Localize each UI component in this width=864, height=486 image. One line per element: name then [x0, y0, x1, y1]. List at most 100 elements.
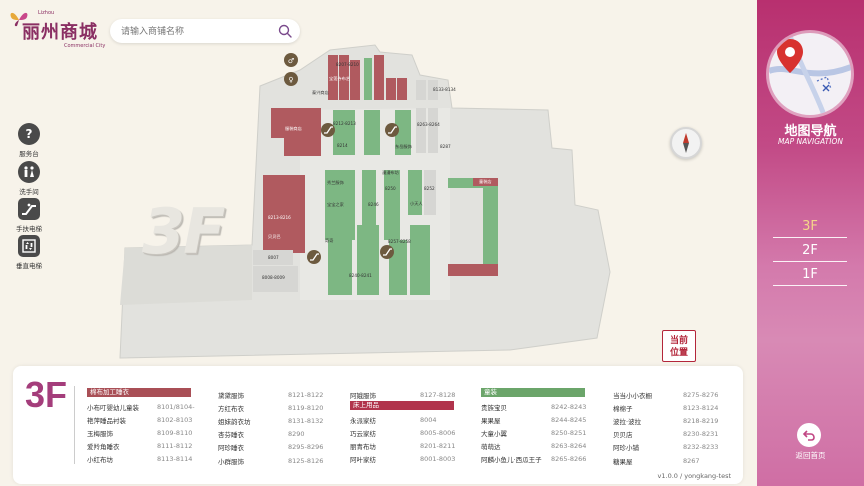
shop-block[interactable]: [428, 80, 438, 100]
shop-block[interactable]: [410, 225, 430, 295]
escalator-marker-icon[interactable]: [385, 123, 399, 137]
shop-number: 8121-8122: [288, 390, 324, 399]
shop-number: 8263-8264: [551, 442, 587, 451]
shop-name: 棉棉子: [613, 404, 633, 413]
shop-name: 贵族宝贝: [481, 403, 507, 412]
shop-name: 小红布坊: [87, 456, 113, 465]
shop-number: 8290: [288, 430, 305, 439]
shop-block[interactable]: [339, 55, 349, 100]
compass-icon[interactable]: [670, 127, 702, 159]
shop-block[interactable]: [408, 170, 422, 215]
shop-name: 阿麟小鱼儿·西瓜王子: [481, 456, 542, 465]
shop-block[interactable]: [364, 110, 380, 155]
shop-label: 8240-8241: [349, 273, 372, 278]
search-input[interactable]: [121, 19, 271, 43]
elevator-icon: [18, 235, 40, 257]
shop-block[interactable]: [263, 175, 305, 253]
shop-block[interactable]: [473, 178, 498, 186]
escalator-marker-icon[interactable]: [307, 250, 321, 264]
shop-block[interactable]: [416, 108, 426, 153]
tool-elevator[interactable]: 垂直电梯: [15, 235, 43, 270]
panel-title: 地图导航: [784, 123, 837, 138]
tool-label: 服务台: [19, 150, 39, 158]
shop-block[interactable]: [357, 225, 379, 295]
shop-block[interactable]: [424, 170, 436, 215]
shop-block[interactable]: [328, 225, 352, 295]
search-icon[interactable]: [278, 24, 292, 38]
shop-block[interactable]: [350, 60, 360, 100]
shop-search-box[interactable]: [110, 19, 300, 43]
shop-number: 8127-8128: [420, 390, 456, 399]
shop-block[interactable]: [386, 78, 396, 100]
shop-block[interactable]: [253, 266, 298, 292]
current-location-button[interactable]: 当前 位置: [662, 330, 696, 362]
shop-block[interactable]: [362, 170, 376, 240]
shop-number: 8123-8124: [683, 403, 719, 412]
shop-block[interactable]: [397, 78, 407, 100]
tool-help-desk[interactable]: ? 服务台: [15, 123, 43, 158]
directory-row[interactable]: 棉棉子 8123-8124: [613, 401, 719, 414]
shop-label: 8214: [337, 143, 348, 148]
escalator-marker-icon[interactable]: [380, 245, 394, 259]
floor-button-2f[interactable]: 2F: [773, 240, 847, 262]
tool-escalator[interactable]: 手扶电梯: [15, 198, 43, 233]
shop-block[interactable]: [428, 108, 438, 153]
floor-button-3f[interactable]: 3F: [773, 216, 847, 238]
shop-block[interactable]: [374, 55, 384, 100]
shop-block[interactable]: [384, 170, 400, 240]
shop-block[interactable]: [284, 138, 321, 156]
shop-block[interactable]: [416, 80, 426, 100]
shop-number: 8295-8296: [288, 443, 324, 452]
shop-block[interactable]: [328, 55, 338, 100]
shop-label: 8287: [440, 144, 451, 149]
floor-button-1f[interactable]: 1F: [773, 264, 847, 286]
shop-block[interactable]: [483, 185, 498, 267]
butterfly-logo-icon: [10, 12, 28, 27]
restroom-marker-icon[interactable]: ♂: [284, 53, 298, 67]
escalator-marker-icon[interactable]: [321, 123, 335, 137]
shop-block[interactable]: [364, 58, 372, 100]
shop-number: 8250-8251: [551, 428, 587, 437]
directory-row[interactable]: 阿珍睡衣 8295-8296: [218, 441, 324, 454]
shop-block[interactable]: [253, 250, 293, 265]
shop-number: 8232-8233: [683, 443, 719, 452]
tool-label: 手扶电梯: [16, 225, 42, 233]
shop-block[interactable]: [448, 264, 498, 276]
shop-name: 方红布衣: [218, 404, 244, 413]
help-desk-icon: ?: [18, 123, 40, 145]
shop-block[interactable]: [271, 108, 321, 138]
tool-restroom[interactable]: 洗手间: [15, 161, 43, 196]
shop-name: 阿珍睡衣: [218, 444, 244, 453]
shop-block[interactable]: [333, 110, 355, 155]
shop-block[interactable]: [395, 110, 411, 155]
shop-name: 小布叮婴幼儿童装: [87, 403, 139, 412]
restroom-marker-icon[interactable]: ♀: [284, 72, 298, 86]
back-home-button[interactable]: [797, 423, 821, 447]
